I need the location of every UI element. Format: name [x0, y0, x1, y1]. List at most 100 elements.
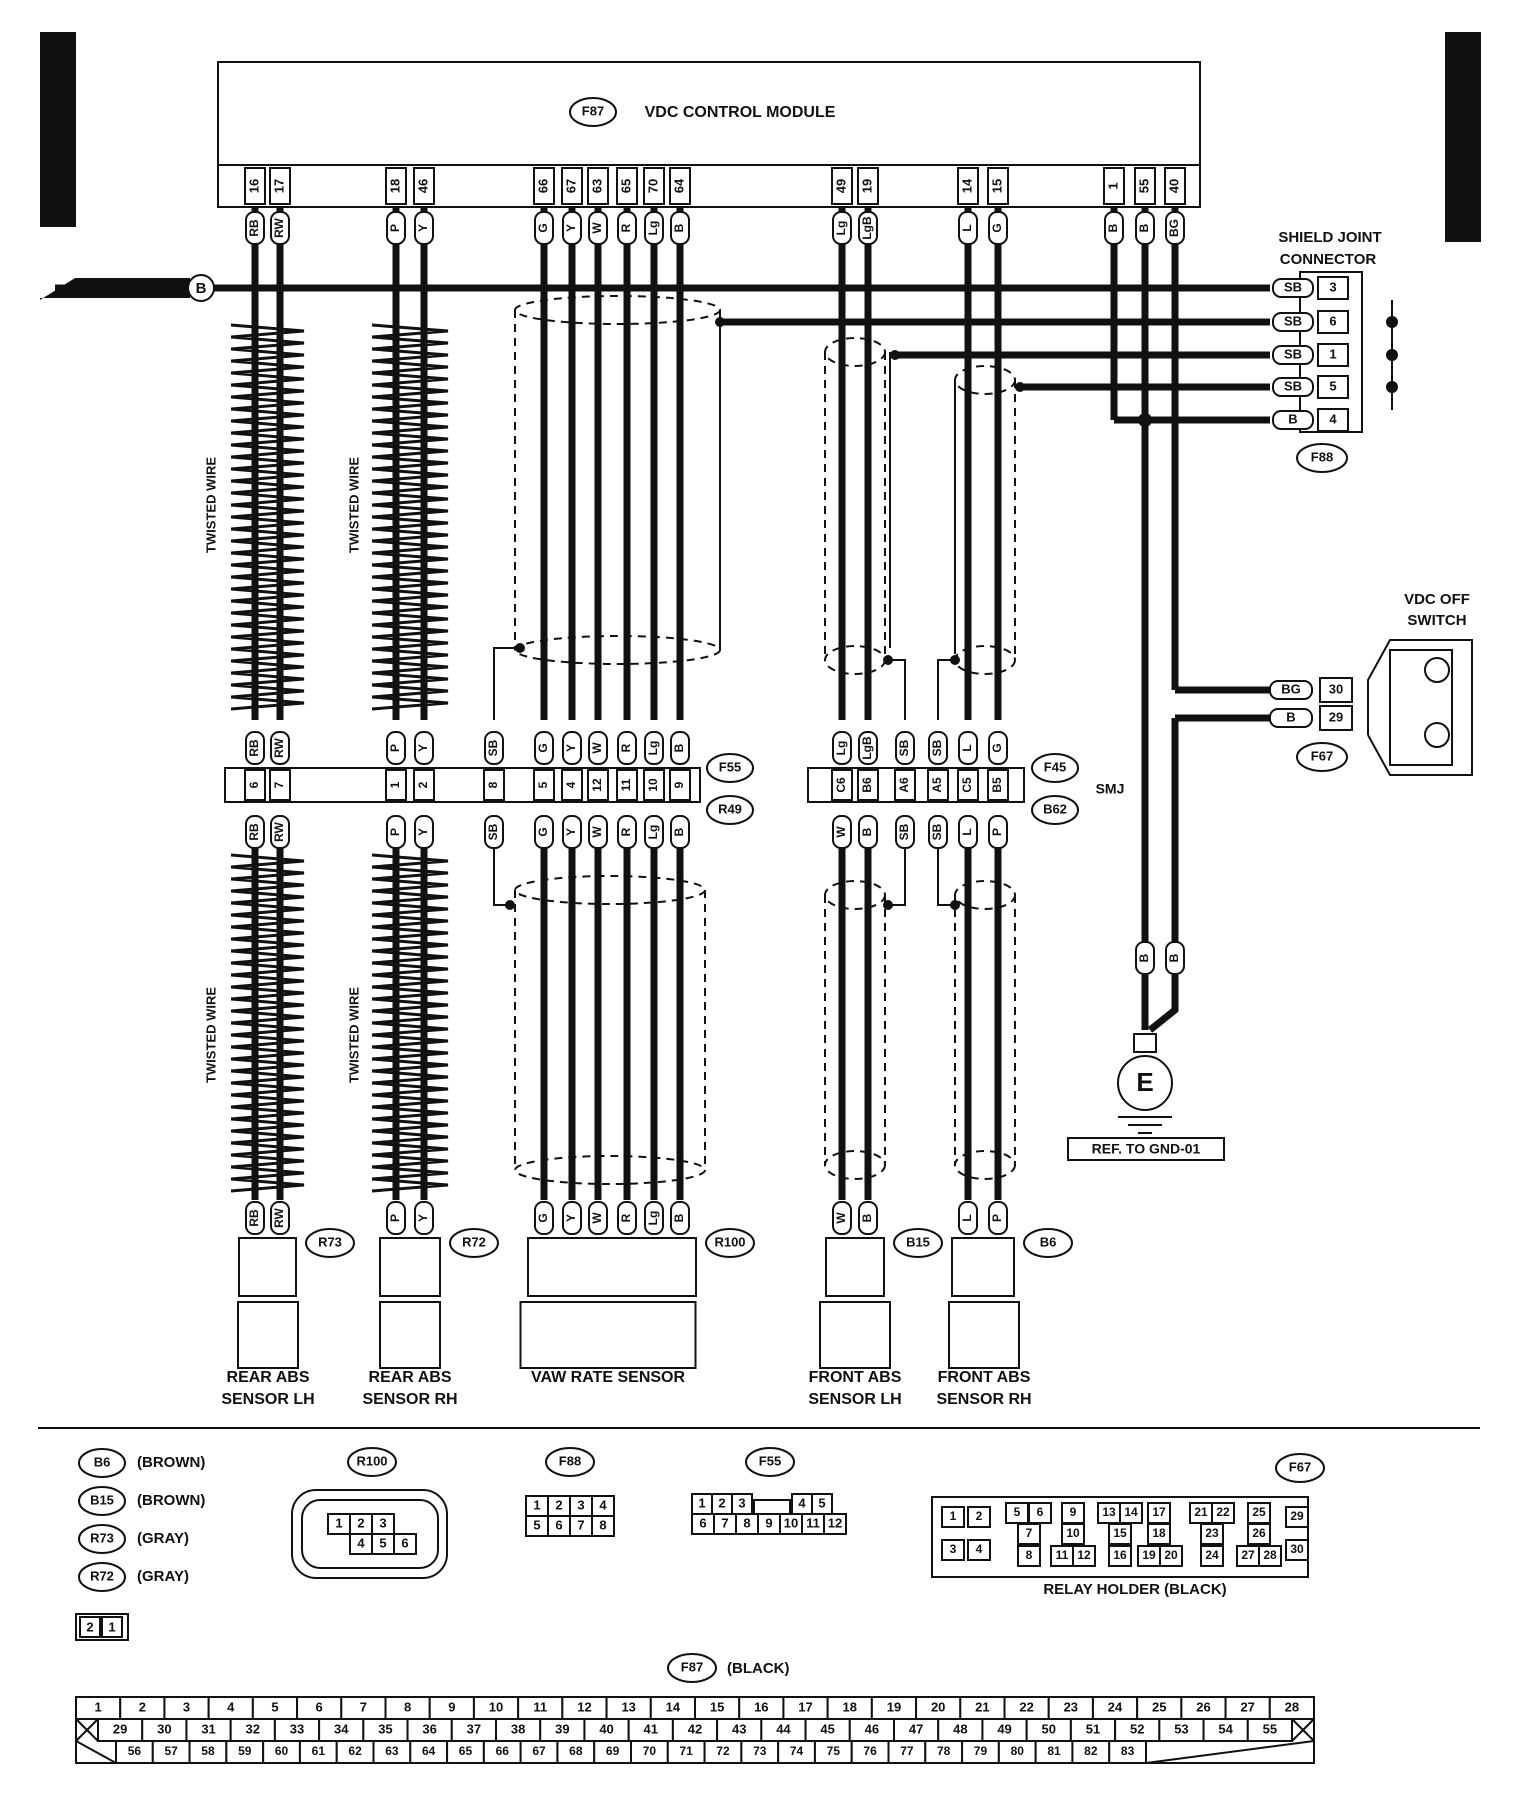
- legend-f87-pin: 68: [569, 1744, 583, 1758]
- legend-f67-pin: 6: [1037, 1505, 1044, 1519]
- wire-color-smj-top-frame: [858, 731, 878, 765]
- wire-color-top: Y: [416, 224, 430, 232]
- wire-color-top: RB: [247, 219, 261, 237]
- wire-color-top-frame: [386, 211, 406, 245]
- legend-f67-cell: [1285, 1506, 1309, 1528]
- legend-pin-cell: [101, 1616, 123, 1638]
- shield-joint-pin-cell: [1317, 276, 1349, 300]
- module-pin: 17: [271, 179, 286, 193]
- legend-f67-pin: 12: [1077, 1548, 1091, 1562]
- shield-joint-title: CONNECTOR: [1280, 251, 1377, 268]
- ground-wire-color-frame: [1165, 941, 1185, 975]
- legend-f67-cell: [1247, 1523, 1271, 1545]
- sensor-wire-color: RB: [247, 1209, 261, 1227]
- shield-top: [954, 880, 1016, 910]
- legend-f87-pin: 22: [1019, 1699, 1033, 1714]
- legend-r100-pin: 5: [379, 1535, 386, 1550]
- vdc02-arrow: [40, 278, 190, 300]
- drain-dot: [505, 900, 515, 910]
- smj-pin: 9: [672, 781, 686, 788]
- shield-joint-color: SB: [1284, 378, 1302, 393]
- legend-f87-pin: 64: [422, 1744, 436, 1758]
- legend-f67-cell: [1017, 1545, 1041, 1567]
- legend-f87-pin: 46: [865, 1721, 879, 1736]
- wire-color-smj-bottom: SB: [486, 823, 500, 840]
- wire-color-smj-top-frame: [832, 731, 852, 765]
- smj-pin: A6: [897, 777, 911, 793]
- wire-color-smj-top: G: [990, 743, 1004, 752]
- legend-connector-color: (GRAY): [137, 1530, 189, 1547]
- legend-f87-pin: 76: [863, 1744, 877, 1758]
- legend-f87-pin: 25: [1152, 1699, 1166, 1714]
- module-pin: 65: [618, 179, 633, 193]
- smj-pin-cell: [857, 769, 879, 801]
- shield-bottom: [824, 645, 886, 675]
- wire-color-smj-bottom-frame: [832, 815, 852, 849]
- legend-f88-pin: 7: [577, 1517, 584, 1532]
- sensor-wire-color-frame: [644, 1201, 664, 1235]
- wire-color-smj-top-frame: [895, 731, 915, 765]
- smj-pin: 5: [536, 781, 550, 788]
- wire-color-smj-top-frame: [988, 731, 1008, 765]
- shield-bottom: [514, 1155, 706, 1185]
- legend-f67-cell: [1017, 1523, 1041, 1545]
- vdc-off-pin-cell: [1319, 677, 1353, 703]
- legend-connector-color: (GRAY): [137, 1568, 189, 1585]
- sensor-name: REAR ABS: [227, 1369, 310, 1386]
- legend-f67-pin: 22: [1216, 1505, 1230, 1519]
- wire-color-top: Lg: [834, 221, 848, 236]
- wire-color-top-frame: [1135, 211, 1155, 245]
- legend-f87-color: (BLACK): [727, 1660, 789, 1677]
- wire-color-smj-bottom: RB: [247, 823, 261, 841]
- legend-f67-pin: 16: [1113, 1548, 1127, 1562]
- sensor-wire-color-frame: [988, 1201, 1008, 1235]
- sensor-wire-color: RW: [272, 1207, 286, 1227]
- sensor-wire-color-frame: [270, 1201, 290, 1235]
- sensor-wire-color-frame: [670, 1201, 690, 1235]
- legend-f87-pin: 40: [599, 1721, 613, 1736]
- module-pin: 67: [563, 179, 578, 193]
- wire-color-top-frame: [858, 211, 878, 245]
- vdc02-marker-frame: [187, 274, 215, 302]
- legend-f87-blank: [75, 1718, 99, 1742]
- legend-f87-pin: 48: [953, 1721, 967, 1736]
- smj-pin-cell: [483, 769, 505, 801]
- legend-f87-pin: 18: [843, 1699, 857, 1714]
- legend-f87-pin: 79: [974, 1744, 988, 1758]
- sensor-connector-id: B6: [1040, 1234, 1057, 1249]
- shield-junction-dot: [1015, 382, 1025, 392]
- legend-f87-pin: 27: [1240, 1699, 1254, 1714]
- wire-color-smj-bottom: L: [960, 828, 974, 835]
- twisted-wire-label: TWISTED WIRE: [203, 987, 218, 1083]
- sensor-wire-color: R: [619, 1213, 633, 1222]
- legend-f67-cell: [1108, 1545, 1132, 1567]
- sensor-wire-color-frame: [245, 1201, 265, 1235]
- shield-joint-color: SB: [1284, 279, 1302, 294]
- sensor-connector-id: B15: [906, 1234, 930, 1249]
- legend-f88-pin: 3: [577, 1497, 584, 1512]
- sensor-name: REAR ABS: [369, 1369, 452, 1386]
- legend-f87-pin: 50: [1042, 1721, 1056, 1736]
- smj-pin-cell: [244, 769, 266, 801]
- twist-zigzag: [371, 323, 449, 711]
- legend-f87-pin: 31: [201, 1721, 215, 1736]
- legend-connector-color: (BROWN): [137, 1492, 205, 1509]
- module-pin-cell: [385, 167, 407, 205]
- legend-f87-pin: 69: [606, 1744, 620, 1758]
- wire-color-top: LgB: [860, 216, 874, 240]
- legend-f67-cell: [1108, 1523, 1132, 1545]
- legend-f67-pin: 29: [1290, 1509, 1304, 1523]
- legend-f67-cell: [1200, 1545, 1224, 1567]
- legend-f87-pin: 19: [887, 1699, 901, 1714]
- legend-f67-pin: 25: [1252, 1505, 1266, 1519]
- module-connector-id: F87: [582, 103, 604, 118]
- legend-f67-pin: 19: [1142, 1548, 1156, 1562]
- legend-f87-pin: 42: [688, 1721, 702, 1736]
- ground-lead: [1141, 975, 1179, 1033]
- legend-f55-pin: 1: [698, 1495, 705, 1510]
- legend-f87-pin: 26: [1196, 1699, 1210, 1714]
- wire-color-top: B: [672, 223, 686, 232]
- legend-f87-pin: 44: [776, 1721, 791, 1736]
- smj-pin-cell: [413, 769, 435, 801]
- legend-f87-pin: 35: [378, 1721, 392, 1736]
